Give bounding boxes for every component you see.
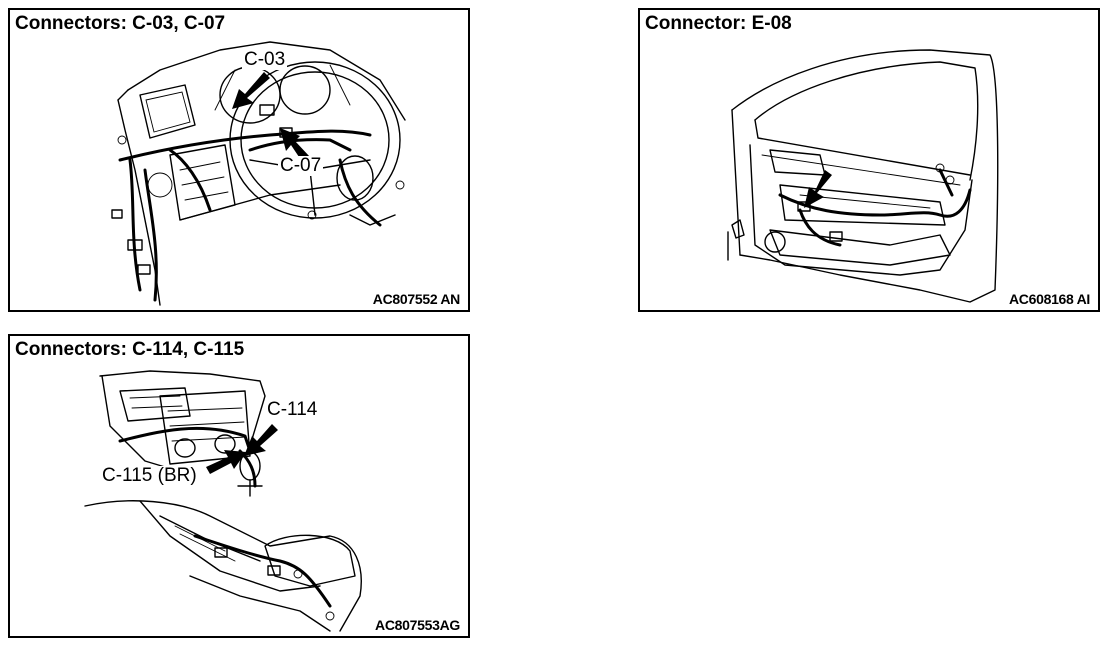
panel-connectors-c114-c115: Connectors: C-114, C-115 C-114 C-115 (BR… — [8, 334, 470, 638]
panel-connectors-c03-c07: Connectors: C-03, C-07 C-03 C-07 AC80755… — [8, 8, 470, 312]
arrow-c115 — [206, 450, 246, 474]
figure-code: AC807553AG — [375, 617, 460, 633]
panel-title: Connectors: C-114, C-115 — [15, 339, 245, 360]
dashboard-steering-illustration — [111, 41, 406, 306]
console-illustration — [84, 370, 362, 632]
figure-code: AC807552 AN — [372, 291, 461, 307]
connector-label-c114: C-114 — [265, 399, 320, 420]
arrow-e08 — [804, 170, 832, 208]
panel-connector-e08: Connector: E-08 AC608168 AI — [638, 8, 1100, 312]
panel-title: Connectors: C-03, C-07 — [15, 13, 226, 34]
arrow-c03 — [232, 72, 270, 109]
arrow-c07 — [280, 128, 310, 163]
arrow-c114 — [244, 424, 278, 456]
door-illustration — [727, 49, 999, 303]
panel-title: Connector: E-08 — [645, 13, 792, 34]
connector-label-c115: C-115 (BR) — [100, 465, 199, 486]
figure-code: AC608168 AI — [1008, 291, 1090, 307]
connector-label-c03: C-03 — [242, 49, 288, 70]
connector-label-c07: C-07 — [278, 155, 324, 176]
